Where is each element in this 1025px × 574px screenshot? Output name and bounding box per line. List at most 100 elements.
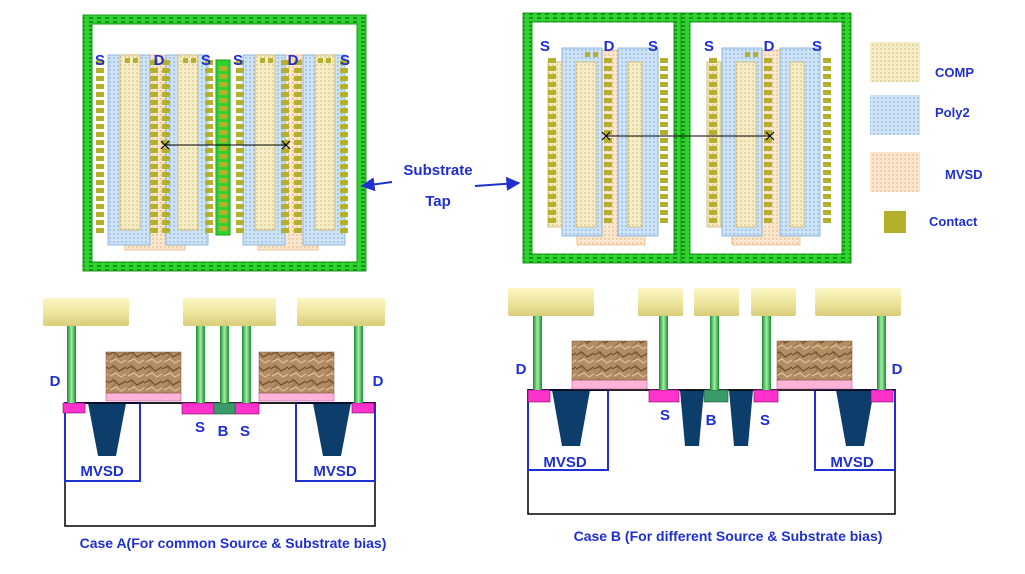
contact-square: [709, 186, 717, 191]
via-plug: [659, 316, 668, 390]
contact-square: [548, 122, 556, 127]
contact-square: [604, 98, 612, 103]
contact-square: [823, 98, 831, 103]
contact-square: [294, 84, 302, 89]
contact-square: [162, 212, 170, 217]
contact-square: [96, 100, 104, 105]
contact-square: [823, 114, 831, 119]
contact-square: [162, 164, 170, 169]
contact-square: [96, 108, 104, 113]
contact-square: [294, 172, 302, 177]
contact-square: [162, 68, 170, 73]
contact-square: [660, 146, 668, 151]
contact-square: [294, 188, 302, 193]
contact-square: [823, 162, 831, 167]
contact-square: [660, 162, 668, 167]
contact-square: [281, 140, 289, 145]
contact-square: [96, 212, 104, 217]
contact-square: [96, 68, 104, 73]
comp-region: [254, 54, 276, 231]
case-a-source-1: S: [195, 419, 205, 436]
contact-square: [281, 204, 289, 209]
contact-square: [162, 204, 170, 209]
contact-square: [281, 124, 289, 129]
contact-square: [219, 194, 227, 199]
contact-square: [219, 154, 227, 159]
layout-b-label-s-3: S: [704, 38, 714, 55]
poly-gate-block: [258, 351, 335, 394]
case-b-drain-right: D: [892, 361, 903, 378]
contact-square: [764, 138, 772, 143]
contact-square: [823, 138, 831, 143]
contact-square: [823, 178, 831, 183]
contact-square: [205, 124, 213, 129]
contact-square: [294, 180, 302, 185]
contact-square: [340, 212, 348, 217]
contact-square: [150, 68, 158, 73]
contact-square: [660, 122, 668, 127]
contact-square: [660, 98, 668, 103]
contact-square: [548, 74, 556, 79]
contact-square: [548, 162, 556, 167]
contact-square: [150, 172, 158, 177]
contact-square: [764, 178, 772, 183]
contact-square: [548, 90, 556, 95]
contact-square: [604, 218, 612, 223]
contact-square: [219, 106, 227, 111]
contact-square: [764, 66, 772, 71]
contact-square: [764, 98, 772, 103]
legend-poly2-label: Poly2: [935, 105, 970, 120]
contact-square: [96, 156, 104, 161]
contact-square: [823, 106, 831, 111]
legend-poly2-swatch: [870, 95, 920, 135]
diffusion-region: [62, 402, 86, 414]
layout-b-label-d-4: D: [764, 38, 775, 55]
contact-square: [260, 58, 265, 63]
contact-square: [219, 122, 227, 127]
contact-square: [96, 228, 104, 233]
contact-square: [604, 74, 612, 79]
contact-square: [294, 124, 302, 129]
gate-oxide: [571, 379, 648, 390]
contact-square: [162, 116, 170, 121]
contact-square: [823, 154, 831, 159]
case-a-body: B: [218, 423, 229, 440]
contact-square: [219, 146, 227, 151]
layout-a-label-s-5: S: [340, 52, 350, 69]
contact-square: [205, 68, 213, 73]
contact-square: [340, 156, 348, 161]
via-plug: [354, 326, 363, 403]
contact-square: [548, 170, 556, 175]
contact-square: [660, 114, 668, 119]
contact-square: [150, 188, 158, 193]
contact-square: [604, 178, 612, 183]
contact-square: [548, 194, 556, 199]
contact-square: [205, 180, 213, 185]
contact-square: [205, 108, 213, 113]
contact-square: [340, 108, 348, 113]
contact-square: [604, 66, 612, 71]
cross-marker: [601, 131, 611, 141]
contact-square: [205, 84, 213, 89]
contact-square: [326, 58, 331, 63]
contact-square: [340, 164, 348, 169]
contact-square: [96, 148, 104, 153]
contact-square: [764, 130, 772, 135]
contact-square: [294, 164, 302, 169]
contact-square: [162, 84, 170, 89]
contact-square: [219, 162, 227, 167]
contact-square: [133, 58, 138, 63]
contact-square: [162, 132, 170, 137]
contact-square: [604, 90, 612, 95]
contact-square: [96, 140, 104, 145]
contact-square: [205, 132, 213, 137]
contact-square: [281, 132, 289, 137]
contact-square: [604, 106, 612, 111]
contact-square: [150, 132, 158, 137]
contact-square: [709, 154, 717, 159]
contact-square: [340, 204, 348, 209]
case-a-mvsd-left: MVSD: [80, 463, 124, 480]
metal-pad: [43, 298, 129, 326]
